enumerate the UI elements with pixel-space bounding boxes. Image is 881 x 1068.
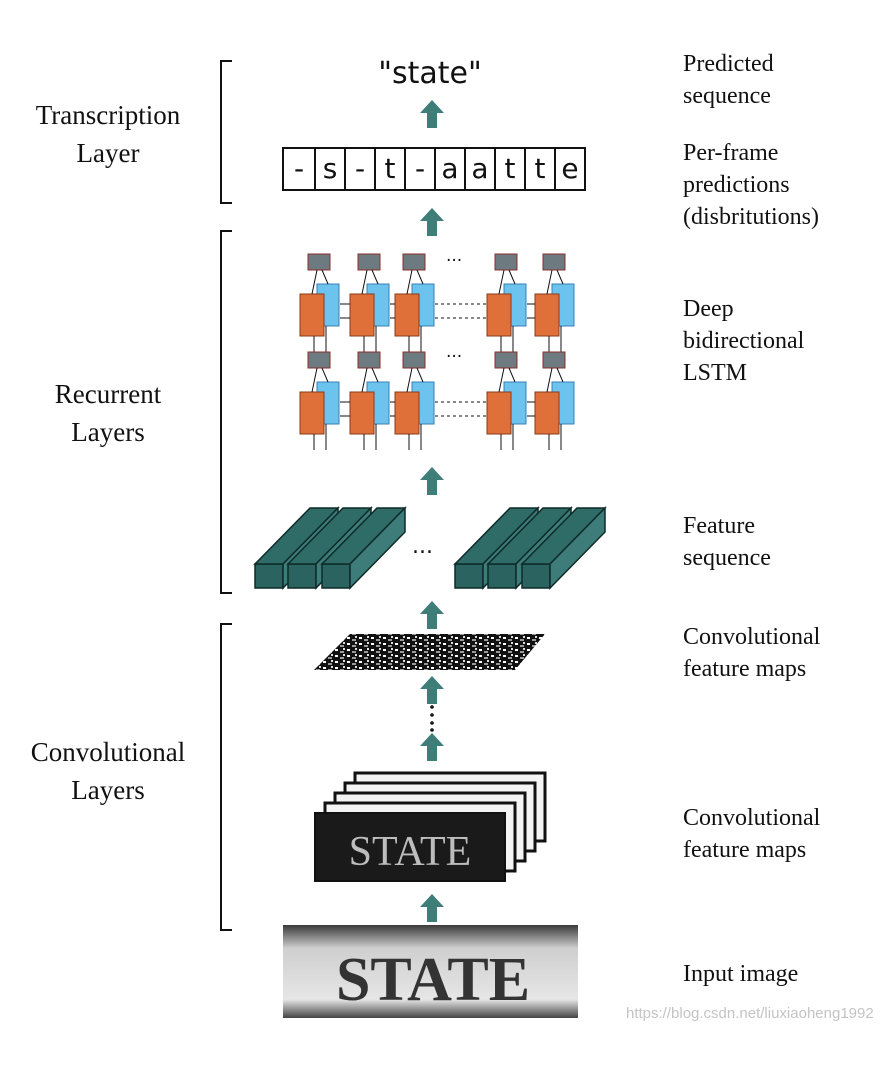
frame-cell: - <box>404 149 434 189</box>
feature-ellipsis: ... <box>412 534 433 559</box>
lstm-output-cell <box>402 351 426 369</box>
lstm-connection <box>416 367 424 383</box>
label-conv-feature-maps-top: Convolutional feature maps <box>683 624 821 682</box>
lstm-connection <box>311 269 318 295</box>
frame-cell: t <box>374 149 404 189</box>
lstm-output-cell <box>542 351 566 369</box>
up-arrow-icon <box>420 733 444 761</box>
lstm-forward-cell <box>534 293 560 337</box>
feature-block <box>320 506 407 590</box>
label-per-frame-predictions: Per-frame predictions (disbritutions) <box>683 140 819 230</box>
group-label-transcription: Transcription Layer <box>35 100 181 168</box>
feature-block <box>520 506 607 590</box>
bracket-transcription <box>220 60 232 204</box>
input-image: STATE <box>283 925 578 1018</box>
lstm-forward-cell <box>534 391 560 435</box>
lstm-output-cell <box>542 253 566 271</box>
up-arrow-icon <box>420 894 444 922</box>
frame-cell: t <box>494 149 524 189</box>
lstm-diagram <box>299 253 575 450</box>
bracket-recurrent <box>220 230 232 594</box>
lstm-connection <box>508 269 516 285</box>
vertical-ellipsis <box>430 705 434 732</box>
label-conv-feature-maps-bottom: Convolutional feature maps <box>683 805 821 863</box>
lstm-connection <box>406 269 413 295</box>
group-label-convolutional: Convolutional Layers <box>30 737 186 805</box>
predicted-sequence-text: "state" <box>378 56 482 91</box>
frame-cell: t <box>524 149 554 189</box>
lstm-forward-cell <box>394 293 420 337</box>
lstm-connection <box>498 367 505 393</box>
lstm-connection <box>556 269 564 285</box>
lstm-forward-cell <box>349 293 375 337</box>
lstm-forward-cell <box>299 391 325 435</box>
lstm-forward-cell <box>349 391 375 435</box>
lstm-output-cell <box>307 351 331 369</box>
lstm-connection <box>321 367 329 383</box>
lstm-connection <box>546 367 553 393</box>
frame-cell: a <box>434 149 464 189</box>
lstm-forward-cell <box>486 391 512 435</box>
up-arrow-icon <box>420 208 444 236</box>
lstm-output-cell <box>494 253 518 271</box>
lstm-connection <box>546 269 553 295</box>
per-frame-predictions: - s - t - a a t t e <box>282 147 586 191</box>
conv-feature-map-bottom: STATE <box>314 771 547 882</box>
lstm-connection <box>361 367 368 393</box>
feature-sequence-diagram <box>253 506 607 590</box>
up-arrow-icon <box>420 676 444 704</box>
up-arrow-icon <box>420 601 444 629</box>
lstm-connection <box>406 367 413 393</box>
lstm-ellipsis-top: ... <box>446 246 463 266</box>
lstm-connection <box>321 269 329 285</box>
label-feature-sequence: Feature sequence <box>683 513 771 571</box>
bracket-convolutional <box>220 623 232 931</box>
svg-text:STATE: STATE <box>336 946 530 1014</box>
svg-text:STATE: STATE <box>349 829 472 875</box>
lstm-connection <box>371 269 379 285</box>
up-arrow-icon <box>420 467 444 495</box>
conv-feature-map-top <box>314 634 545 670</box>
up-arrow-icon <box>420 100 444 128</box>
group-label-recurrent: Recurrent Layers <box>54 379 162 447</box>
lstm-output-cell <box>494 351 518 369</box>
lstm-connection <box>508 367 516 383</box>
label-deep-lstm: Deep bidirectional LSTM <box>683 296 805 386</box>
lstm-output-cell <box>307 253 331 271</box>
lstm-output-cell <box>402 253 426 271</box>
lstm-connection <box>498 269 505 295</box>
frame-cell: s <box>314 149 344 189</box>
lstm-connection <box>556 367 564 383</box>
label-input-image: Input image <box>683 961 799 987</box>
lstm-connection <box>371 367 379 383</box>
lstm-output-cell <box>357 253 381 271</box>
lstm-forward-cell <box>486 293 512 337</box>
lstm-ellipsis-middle: ... <box>446 342 463 362</box>
frame-cell: e <box>554 149 584 189</box>
lstm-forward-cell <box>394 391 420 435</box>
lstm-output-cell <box>357 351 381 369</box>
watermark: https://blog.csdn.net/liuxiaoheng1992 <box>626 1005 874 1022</box>
lstm-connection <box>311 367 318 393</box>
label-predicted-sequence: Predicted sequence <box>683 51 774 109</box>
frame-cell: a <box>464 149 494 189</box>
lstm-connection <box>361 269 368 295</box>
lstm-connection <box>416 269 424 285</box>
frame-cell: - <box>293 152 305 185</box>
lstm-forward-cell <box>299 293 325 337</box>
frame-cell: - <box>344 149 374 189</box>
